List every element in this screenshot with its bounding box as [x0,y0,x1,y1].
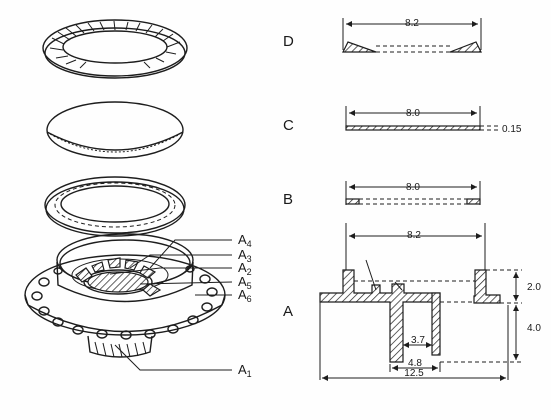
part-d-ring [42,19,188,79]
dim-d-width: 8.2 [405,18,419,29]
view-label-c: C [283,117,294,134]
dim-c-thickness: 0.15 [502,124,522,135]
dim-a-bore: 3.7 [411,335,425,346]
callout-a1: A1 [238,362,252,379]
part-b-ring [44,176,186,237]
section-a: 8.2 2.0 4.0 3.7 4.8 [319,223,541,381]
dim-a-height-upper: 2.0 [527,282,541,293]
callout-a2: A2 [238,260,252,277]
view-label-a: A [283,303,293,320]
callout-a5: A5 [238,274,252,291]
dim-a-height-lower: 4.0 [527,323,541,334]
section-d: 8.2 [342,18,482,53]
dim-b-width: 8.0 [406,182,420,193]
callout-a4: A4 [238,232,252,249]
dim-a-bore-outer: 4.8 [408,358,422,369]
view-label-b: B [283,191,293,208]
dim-a-overall: 12.5 [404,368,424,379]
section-b: 8.0 [345,181,481,205]
callout-a6: A6 [238,287,252,304]
callout-leaders [109,239,233,371]
view-label-d: D [283,33,294,50]
dim-c-width: 8.0 [406,108,420,119]
part-a-assembly [24,233,226,358]
callout-a3: A3 [238,247,252,264]
section-c: 8.0 0.15 [345,106,522,135]
dim-a-inner-top: 8.2 [407,230,421,241]
part-c-disc [46,101,184,159]
